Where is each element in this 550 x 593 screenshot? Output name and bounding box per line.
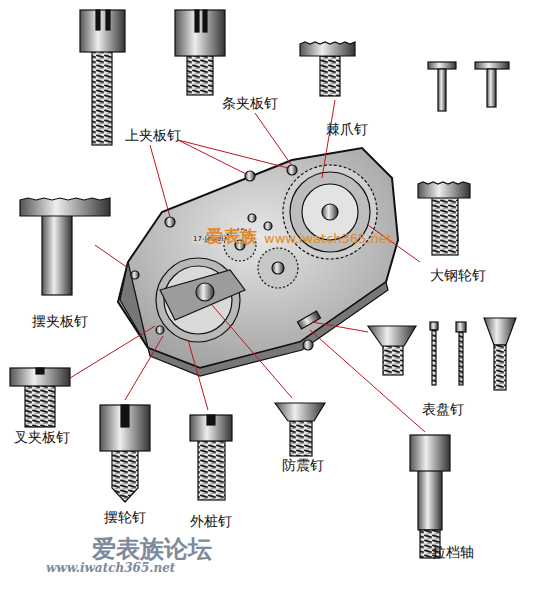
part-label: 大钢轮钉	[430, 268, 486, 283]
part-label: 防震钉	[282, 458, 324, 473]
watermark: 爱表族论坛	[92, 536, 212, 562]
part-label: 叉夹板钉	[14, 430, 70, 445]
part-label: 摆轮钉	[104, 510, 146, 525]
watermark: 爱表族	[206, 228, 257, 247]
part-label: 摆夹板钉	[32, 314, 88, 329]
watermark: www.iwatch365.net	[264, 232, 392, 246]
part-label: 外桩钉	[190, 514, 232, 529]
part-label: 上夹板钉	[125, 128, 181, 143]
part-label: 拉档轴	[432, 545, 474, 560]
part-label: 条夹板钉	[222, 96, 278, 111]
part-label: 棘爪钉	[326, 122, 368, 137]
part-label: 表盘钉	[422, 402, 464, 417]
watermark: www.iwatch365.net	[46, 562, 175, 575]
